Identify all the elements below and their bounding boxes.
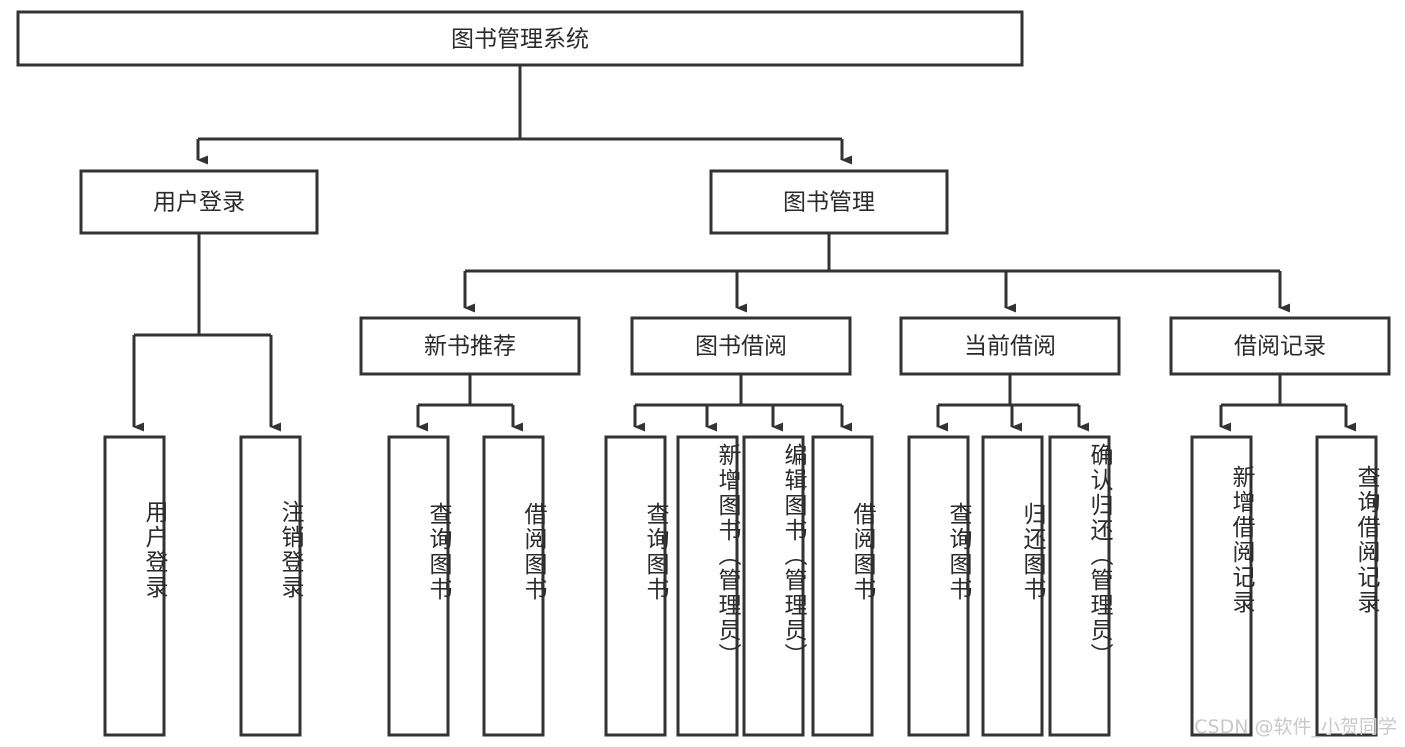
- node-book-borrow[interactable]: 图书借阅: [630, 316, 852, 376]
- node-borrow-record[interactable]: 借阅记录: [1169, 316, 1391, 376]
- connector-group-book-borrow: [633, 374, 852, 432]
- leaf-borrow-book-1-box[interactable]: [482, 435, 545, 737]
- node-borrow-record-label: 借阅记录: [1234, 334, 1326, 360]
- node-current-borrow-box[interactable]: [899, 316, 1121, 376]
- node-user-login[interactable]: 用户登录: [79, 169, 319, 235]
- leaf-return-book-box[interactable]: [981, 435, 1044, 737]
- node-user-login-label: 用户登录: [153, 190, 245, 216]
- node-root-label: 图书管理系统: [451, 27, 589, 53]
- node-borrow-record-box[interactable]: [1169, 316, 1391, 376]
- connector-group-borrow-record: [1219, 374, 1356, 432]
- node-new-book-recommend-box[interactable]: [359, 316, 581, 376]
- node-root[interactable]: 图书管理系统: [16, 10, 1024, 67]
- node-book-management[interactable]: 图书管理: [709, 169, 949, 235]
- leaf-borrow-book-2-box[interactable]: [811, 435, 874, 737]
- leaf-query-book-1-box[interactable]: [387, 435, 450, 737]
- leaf-query-borrow-rec-box[interactable]: [1315, 435, 1378, 737]
- node-book-borrow-label: 图书借阅: [695, 334, 787, 360]
- leaf-user-login-box[interactable]: [103, 435, 166, 737]
- node-user-login-box[interactable]: [79, 169, 319, 235]
- leaf-add-borrow-rec-box[interactable]: [1190, 435, 1253, 737]
- connector-group-current-borrow: [936, 374, 1089, 432]
- leaf-confirm-return-box[interactable]: [1048, 435, 1111, 737]
- node-current-borrow[interactable]: 当前借阅: [899, 316, 1121, 376]
- connector-group-user-login: [132, 233, 281, 432]
- leaf-logout-login-box[interactable]: [239, 435, 302, 737]
- leaf-query-book-2-box[interactable]: [604, 435, 667, 737]
- connector-group-book-management: [463, 233, 1290, 313]
- leaf-add-book-admin-box[interactable]: [676, 435, 739, 737]
- node-new-book-recommend[interactable]: 新书推荐: [359, 316, 581, 376]
- node-current-borrow-label: 当前借阅: [964, 334, 1056, 360]
- node-root-box[interactable]: [16, 10, 1024, 67]
- node-book-management-box[interactable]: [709, 169, 949, 235]
- connector-group-new-book-recommend: [416, 374, 523, 432]
- leaf-edit-book-admin-box[interactable]: [742, 435, 805, 737]
- leaf-query-book-3-box[interactable]: [907, 435, 970, 737]
- csdn-watermark: CSDN @软件_小贺同学: [1194, 716, 1397, 738]
- leaf-boxes: [103, 435, 1378, 737]
- node-book-borrow-box[interactable]: [630, 316, 852, 376]
- node-book-management-label: 图书管理: [783, 190, 875, 216]
- connector-group-root: [196, 65, 852, 165]
- node-new-book-recommend-label: 新书推荐: [424, 334, 516, 360]
